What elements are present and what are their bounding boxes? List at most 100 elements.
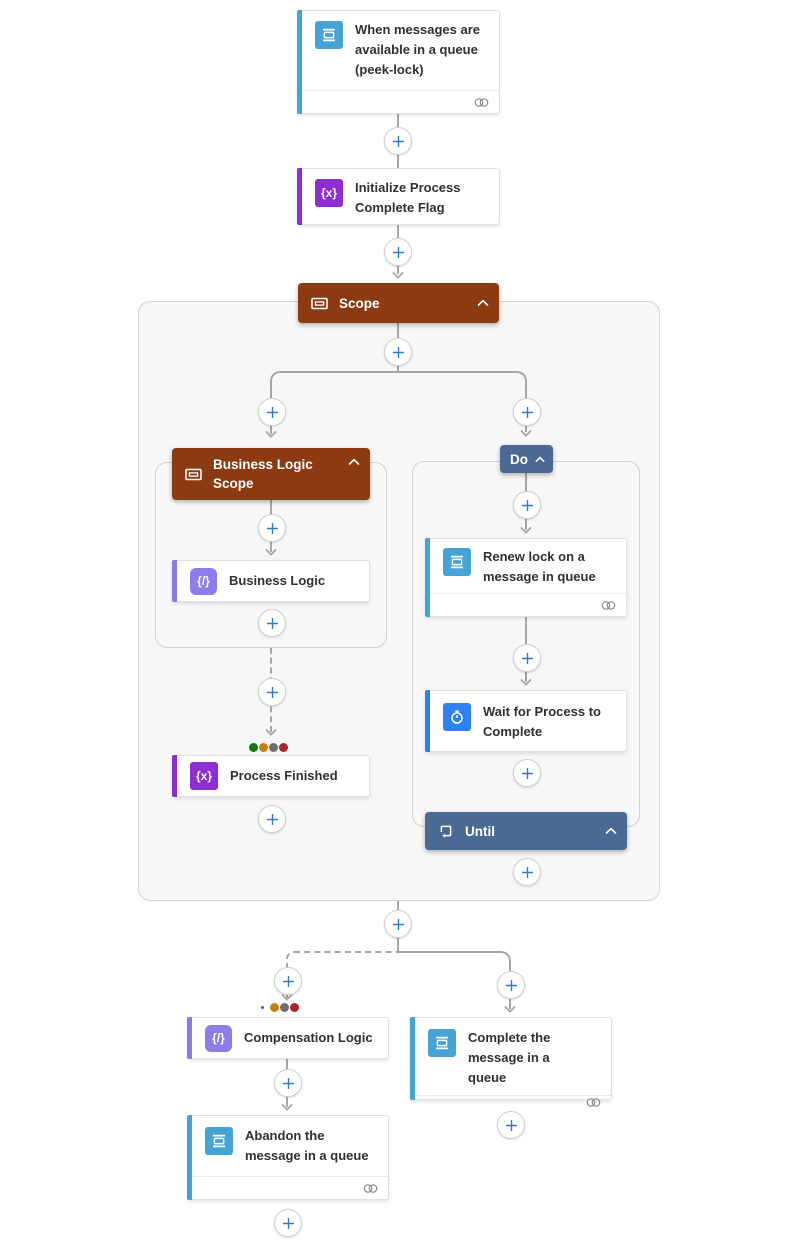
until-label: Until xyxy=(465,823,495,839)
node-title: Renew lock on a message in queue xyxy=(483,549,596,584)
arrow-down-icon xyxy=(520,679,532,686)
add-action-button[interactable] xyxy=(258,805,286,833)
arrow-down-icon xyxy=(265,729,277,736)
scope-icon xyxy=(185,467,202,482)
scope-title: Business Logic Scope xyxy=(213,457,313,491)
arrow-down-icon xyxy=(520,430,532,437)
chevron-up-icon[interactable] xyxy=(477,299,489,307)
arrow-down-icon xyxy=(281,994,293,1001)
node-title: Abandon the message in a queue xyxy=(245,1128,369,1163)
connector-branch-corner xyxy=(397,371,527,391)
accent-bar xyxy=(297,168,302,225)
service-bus-icon xyxy=(205,1127,233,1155)
arrow-down-icon xyxy=(281,1104,293,1111)
variable-icon: {x} xyxy=(315,179,343,207)
add-action-button[interactable] xyxy=(513,398,541,426)
scope-title: Scope xyxy=(339,295,380,311)
connection-icon xyxy=(601,600,616,610)
until-bar[interactable]: Until xyxy=(425,812,627,850)
arrow-down-icon xyxy=(520,527,532,534)
add-action-button[interactable] xyxy=(274,1209,302,1237)
add-action-button[interactable] xyxy=(258,514,286,542)
connection-footer xyxy=(426,593,626,616)
plus-icon xyxy=(505,1119,517,1131)
add-action-button[interactable] xyxy=(384,127,412,155)
accent-bar xyxy=(187,1115,192,1200)
node-title: Business Logic xyxy=(229,573,326,588)
scope-header[interactable]: Scope xyxy=(298,283,499,323)
connector-branch-corner xyxy=(397,951,511,971)
connector-branch-corner-dashed xyxy=(286,951,398,965)
accent-bar xyxy=(425,538,430,617)
add-action-button[interactable] xyxy=(274,1069,302,1097)
add-action-button[interactable] xyxy=(258,398,286,426)
add-action-button[interactable] xyxy=(513,644,541,672)
node-title: When messages are available in a queue (… xyxy=(355,22,481,77)
do-badge[interactable]: Do xyxy=(500,445,553,473)
accent-bar xyxy=(410,1017,415,1100)
arrow-down-icon xyxy=(504,1006,516,1013)
chevron-up-icon[interactable] xyxy=(348,458,360,466)
node-title: Initialize Process Complete Flag xyxy=(355,180,461,215)
status-dots xyxy=(249,743,288,752)
do-label: Do xyxy=(510,451,528,467)
chevron-up-icon[interactable] xyxy=(605,827,617,835)
add-action-button[interactable] xyxy=(513,491,541,519)
plus-icon xyxy=(266,522,278,534)
plus-icon xyxy=(282,1077,294,1089)
plus-icon xyxy=(521,406,533,418)
accent-bar xyxy=(172,755,177,797)
action-card-process-finished[interactable]: {x} Process Finished xyxy=(172,755,370,797)
action-card-renew-lock[interactable]: Renew lock on a message in queue xyxy=(425,538,627,617)
add-action-button[interactable] xyxy=(497,1111,525,1139)
until-loop-icon xyxy=(438,823,454,839)
accent-bar xyxy=(187,1017,192,1059)
plus-icon xyxy=(521,499,533,511)
node-title: Wait for Process to Complete xyxy=(483,704,601,739)
plus-icon xyxy=(266,617,278,629)
plus-icon xyxy=(392,346,404,358)
connection-icon xyxy=(363,1183,378,1193)
service-bus-icon xyxy=(443,548,471,576)
scope-icon xyxy=(311,296,328,311)
add-action-button[interactable] xyxy=(384,910,412,938)
service-bus-icon xyxy=(428,1029,456,1057)
arrow-down-icon xyxy=(265,549,277,556)
add-action-button[interactable] xyxy=(513,858,541,886)
connection-icon xyxy=(474,97,489,107)
connector-branch-corner xyxy=(270,371,399,391)
add-action-button[interactable] xyxy=(513,759,541,787)
chevron-up-icon[interactable] xyxy=(535,456,545,463)
action-card-compensation-logic[interactable]: {/} Compensation Logic xyxy=(187,1017,389,1059)
add-action-button[interactable] xyxy=(384,338,412,366)
plus-icon xyxy=(521,652,533,664)
arrow-down-icon xyxy=(265,431,277,438)
add-action-button[interactable] xyxy=(274,967,302,995)
accent-bar xyxy=(425,690,430,752)
trigger-card-when-messages-available[interactable]: When messages are available in a queue (… xyxy=(297,10,500,114)
accent-bar xyxy=(172,560,177,602)
add-action-button[interactable] xyxy=(258,609,286,637)
plus-icon xyxy=(505,979,517,991)
action-card-abandon-message[interactable]: Abandon the message in a queue xyxy=(187,1115,389,1200)
add-action-button[interactable] xyxy=(384,238,412,266)
plus-icon xyxy=(266,813,278,825)
connection-footer xyxy=(411,1095,611,1109)
stopwatch-icon xyxy=(443,703,471,731)
plus-icon xyxy=(392,246,404,258)
connection-icon xyxy=(586,1098,601,1107)
action-card-initialize-process-complete-flag[interactable]: {x} Initialize Process Complete Flag xyxy=(297,168,500,225)
business-logic-scope-header[interactable]: Business Logic Scope xyxy=(172,448,370,500)
add-action-button[interactable] xyxy=(497,971,525,999)
action-card-business-logic[interactable]: {/} Business Logic xyxy=(172,560,370,602)
action-card-complete-message[interactable]: Complete the message in a queue xyxy=(410,1017,612,1107)
action-card-wait-for-process[interactable]: Wait for Process to Complete xyxy=(425,690,627,752)
status-dots xyxy=(261,1003,299,1012)
inline-code-icon: {/} xyxy=(205,1024,232,1052)
plus-icon xyxy=(521,767,533,779)
plus-icon xyxy=(521,866,533,878)
service-bus-icon xyxy=(315,21,343,49)
plus-icon xyxy=(266,406,278,418)
add-action-button[interactable] xyxy=(258,678,286,706)
plus-icon xyxy=(282,975,294,987)
